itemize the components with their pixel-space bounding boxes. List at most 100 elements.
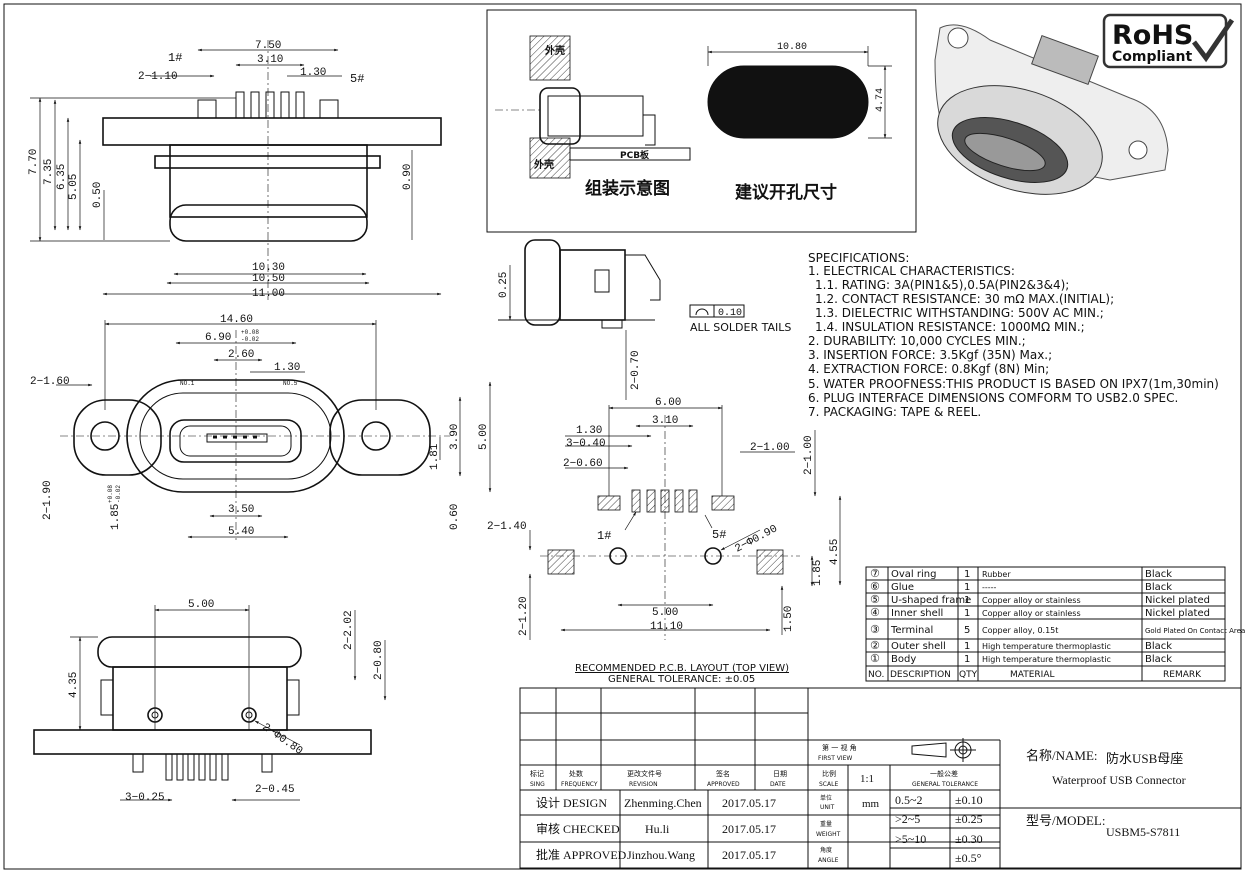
dim-5-05: 5.05	[68, 174, 80, 200]
spec-line: 1. ELECTRICAL CHARACTERISTICS:	[808, 264, 1015, 278]
tb-tol-range: >2~5	[895, 812, 920, 826]
bom-cell-remark: Black	[1145, 569, 1172, 580]
tb-scale-en: SCALE	[819, 781, 838, 788]
dim-1-30: 1.30	[300, 67, 326, 79]
tb-tol-range: 0.5~2	[895, 793, 923, 807]
dim-1-85-tol-down: -0.02	[115, 485, 122, 503]
tb-weight-en: WEIGHT	[816, 831, 841, 838]
tb-appr: 签名	[716, 769, 730, 778]
dim-6-00: 6.00	[655, 397, 681, 409]
bom-header-remark: REMARK	[1163, 670, 1202, 680]
dim-3-0-40: 3−0.40	[566, 438, 606, 450]
dim-2-0-80: 2−0.80	[373, 640, 385, 680]
bom-cell-desc: Glue	[891, 582, 914, 593]
dim-0-50: 0.50	[92, 182, 104, 208]
bom-cell-material: -----	[982, 583, 997, 592]
specifications: SPECIFICATIONS: 1. ELECTRICAL CHARACTERI…	[808, 251, 1219, 419]
tb-first-view: 第 一 视 角	[822, 743, 857, 752]
tb-scale-value: 1:1	[860, 773, 874, 785]
dim-2-1-40: 2−1.40	[487, 521, 527, 533]
tb-rev-en: REVISION	[629, 781, 658, 788]
outer-shell-label-bottom: 外壳	[533, 158, 554, 171]
spec-title: SPECIFICATIONS:	[808, 251, 909, 265]
tb-design-date: 2017.05.17	[722, 796, 776, 810]
bom-cell-remark: Black	[1145, 654, 1172, 665]
bom-cell-no: ⑤	[870, 593, 880, 606]
dim-1-30-face: 1.30	[274, 362, 300, 374]
tb-name-label: 名称/NAME:	[1026, 748, 1098, 763]
dim-2-1-20: 2−1.20	[518, 596, 530, 636]
bom-cell-desc: Body	[891, 654, 916, 665]
bom-cell-no: ①	[870, 652, 880, 665]
hole-diagram: 10.80 4.74 建议开孔尺寸	[707, 42, 892, 203]
bom-cell-remark: Nickel plated	[1145, 608, 1210, 619]
pcb-pin5: 5#	[712, 528, 726, 542]
pin5-label: 5#	[350, 72, 364, 86]
bom-cell-no: ②	[870, 639, 880, 652]
tb-sign-en: SING	[530, 781, 545, 788]
tb-approved-label: 批准 APPROVED	[536, 847, 627, 862]
tb-gen-tol: 一般公差	[930, 769, 958, 778]
dim-6-90-tol-up: +0.08	[241, 329, 259, 336]
bom-cell-remark: Black	[1145, 641, 1172, 652]
assembly-diagram: 外壳 外壳 PCB板 组装示意图	[495, 35, 691, 199]
pcb-pin1: 1#	[597, 529, 611, 543]
pin1-label: 1#	[168, 51, 182, 65]
bom-cell-material: Rubber	[982, 570, 1011, 579]
bom-cell-no: ④	[870, 606, 880, 619]
bom-header-qty: QTY	[959, 670, 978, 680]
face-view: 14.60 6.90 +0.08 -0.02 2.60 1.30 2−1.60 …	[30, 314, 492, 540]
tb-scale: 比例	[822, 769, 836, 778]
bom-cell-desc: U-shaped frame	[891, 595, 971, 606]
tb-angle: 角度	[820, 846, 832, 854]
dim-2-phi-0-80: 2−Φ0.80	[260, 721, 305, 757]
dim-11-00: 11.00	[252, 288, 285, 300]
bom-cell-remark: Gold Plated On Contact Area.	[1145, 627, 1246, 635]
tb-checked-name: Hu.li	[645, 822, 670, 836]
dim-6-90: 6.90	[205, 332, 231, 344]
bom-cell-remark: Nickel plated	[1145, 595, 1210, 606]
dim-2-1-00-v: 2−1.00	[803, 435, 815, 475]
hole-width: 10.80	[777, 42, 807, 53]
bom-header-desc: DESCRIPTION	[890, 670, 951, 680]
hole-title: 建议开孔尺寸	[735, 182, 837, 203]
dim-2-1-00: 2−1.00	[750, 442, 790, 454]
dim-2-1-60: 2−1.60	[30, 376, 70, 388]
tb-model: USBM5-S7811	[1106, 825, 1180, 839]
rohs-text: RoHS	[1112, 20, 1193, 51]
dim-1-50: 1.50	[783, 606, 795, 632]
dim-3-10: 3.10	[257, 54, 283, 66]
side-view: 0.25 2−0.70 0.10 ALL SOLDER TAILS	[498, 239, 791, 400]
bom-cell-desc: Terminal	[890, 625, 933, 636]
spec-line: 3. INSERTION FORCE: 3.5Kgf (35N) Max.;	[808, 348, 1052, 362]
dim-2-0-70: 2−0.70	[630, 350, 642, 390]
spec-line: 1.2. CONTACT RESISTANCE: 30 mΩ MAX.(INIT…	[815, 292, 1114, 306]
bom-header-no: NO.	[868, 670, 884, 680]
tb-sign: 标记	[530, 769, 544, 778]
hole-height: 4.74	[875, 88, 886, 112]
title-block: 标记 SING 处数 FREQUENCY 更改文件号 REVISION 签名 A…	[519, 687, 1242, 869]
bom-cell-no: ③	[870, 623, 880, 636]
dim-5-40: 5.40	[228, 526, 254, 538]
dim-1-85: 1.85	[110, 504, 122, 530]
tb-freq: 处数	[569, 769, 583, 778]
projection-cone-icon	[911, 742, 947, 758]
tb-date: 日期	[773, 770, 787, 778]
bom-cell-qty: 1	[964, 582, 970, 593]
tb-name-en: Waterproof USB Connector	[1052, 773, 1186, 787]
dim-6-35: 6.35	[56, 164, 68, 190]
bom-cell-desc: Oval ring	[891, 569, 936, 580]
tb-angle-en: ANGLE	[818, 857, 839, 864]
assembly-title: 组装示意图	[585, 178, 670, 199]
spec-line: 1.1. RATING: 3A(PIN1&5),0.5A(PIN2&3&4);	[815, 278, 1069, 292]
dim-3-90: 3.90	[449, 424, 461, 450]
dim-10-50: 10.50	[252, 273, 285, 285]
dim-0-60: 0.60	[449, 504, 461, 530]
dim-4-35: 4.35	[68, 672, 80, 698]
dim-2-2-02: 2−2.02	[343, 610, 355, 650]
tb-gen-tol-en: GENERAL TOLERANCE	[912, 781, 978, 788]
dim-4-55: 4.55	[829, 539, 841, 565]
tb-tol-value: ±0.10	[955, 793, 983, 807]
bom-cell-qty: 1	[964, 654, 970, 665]
